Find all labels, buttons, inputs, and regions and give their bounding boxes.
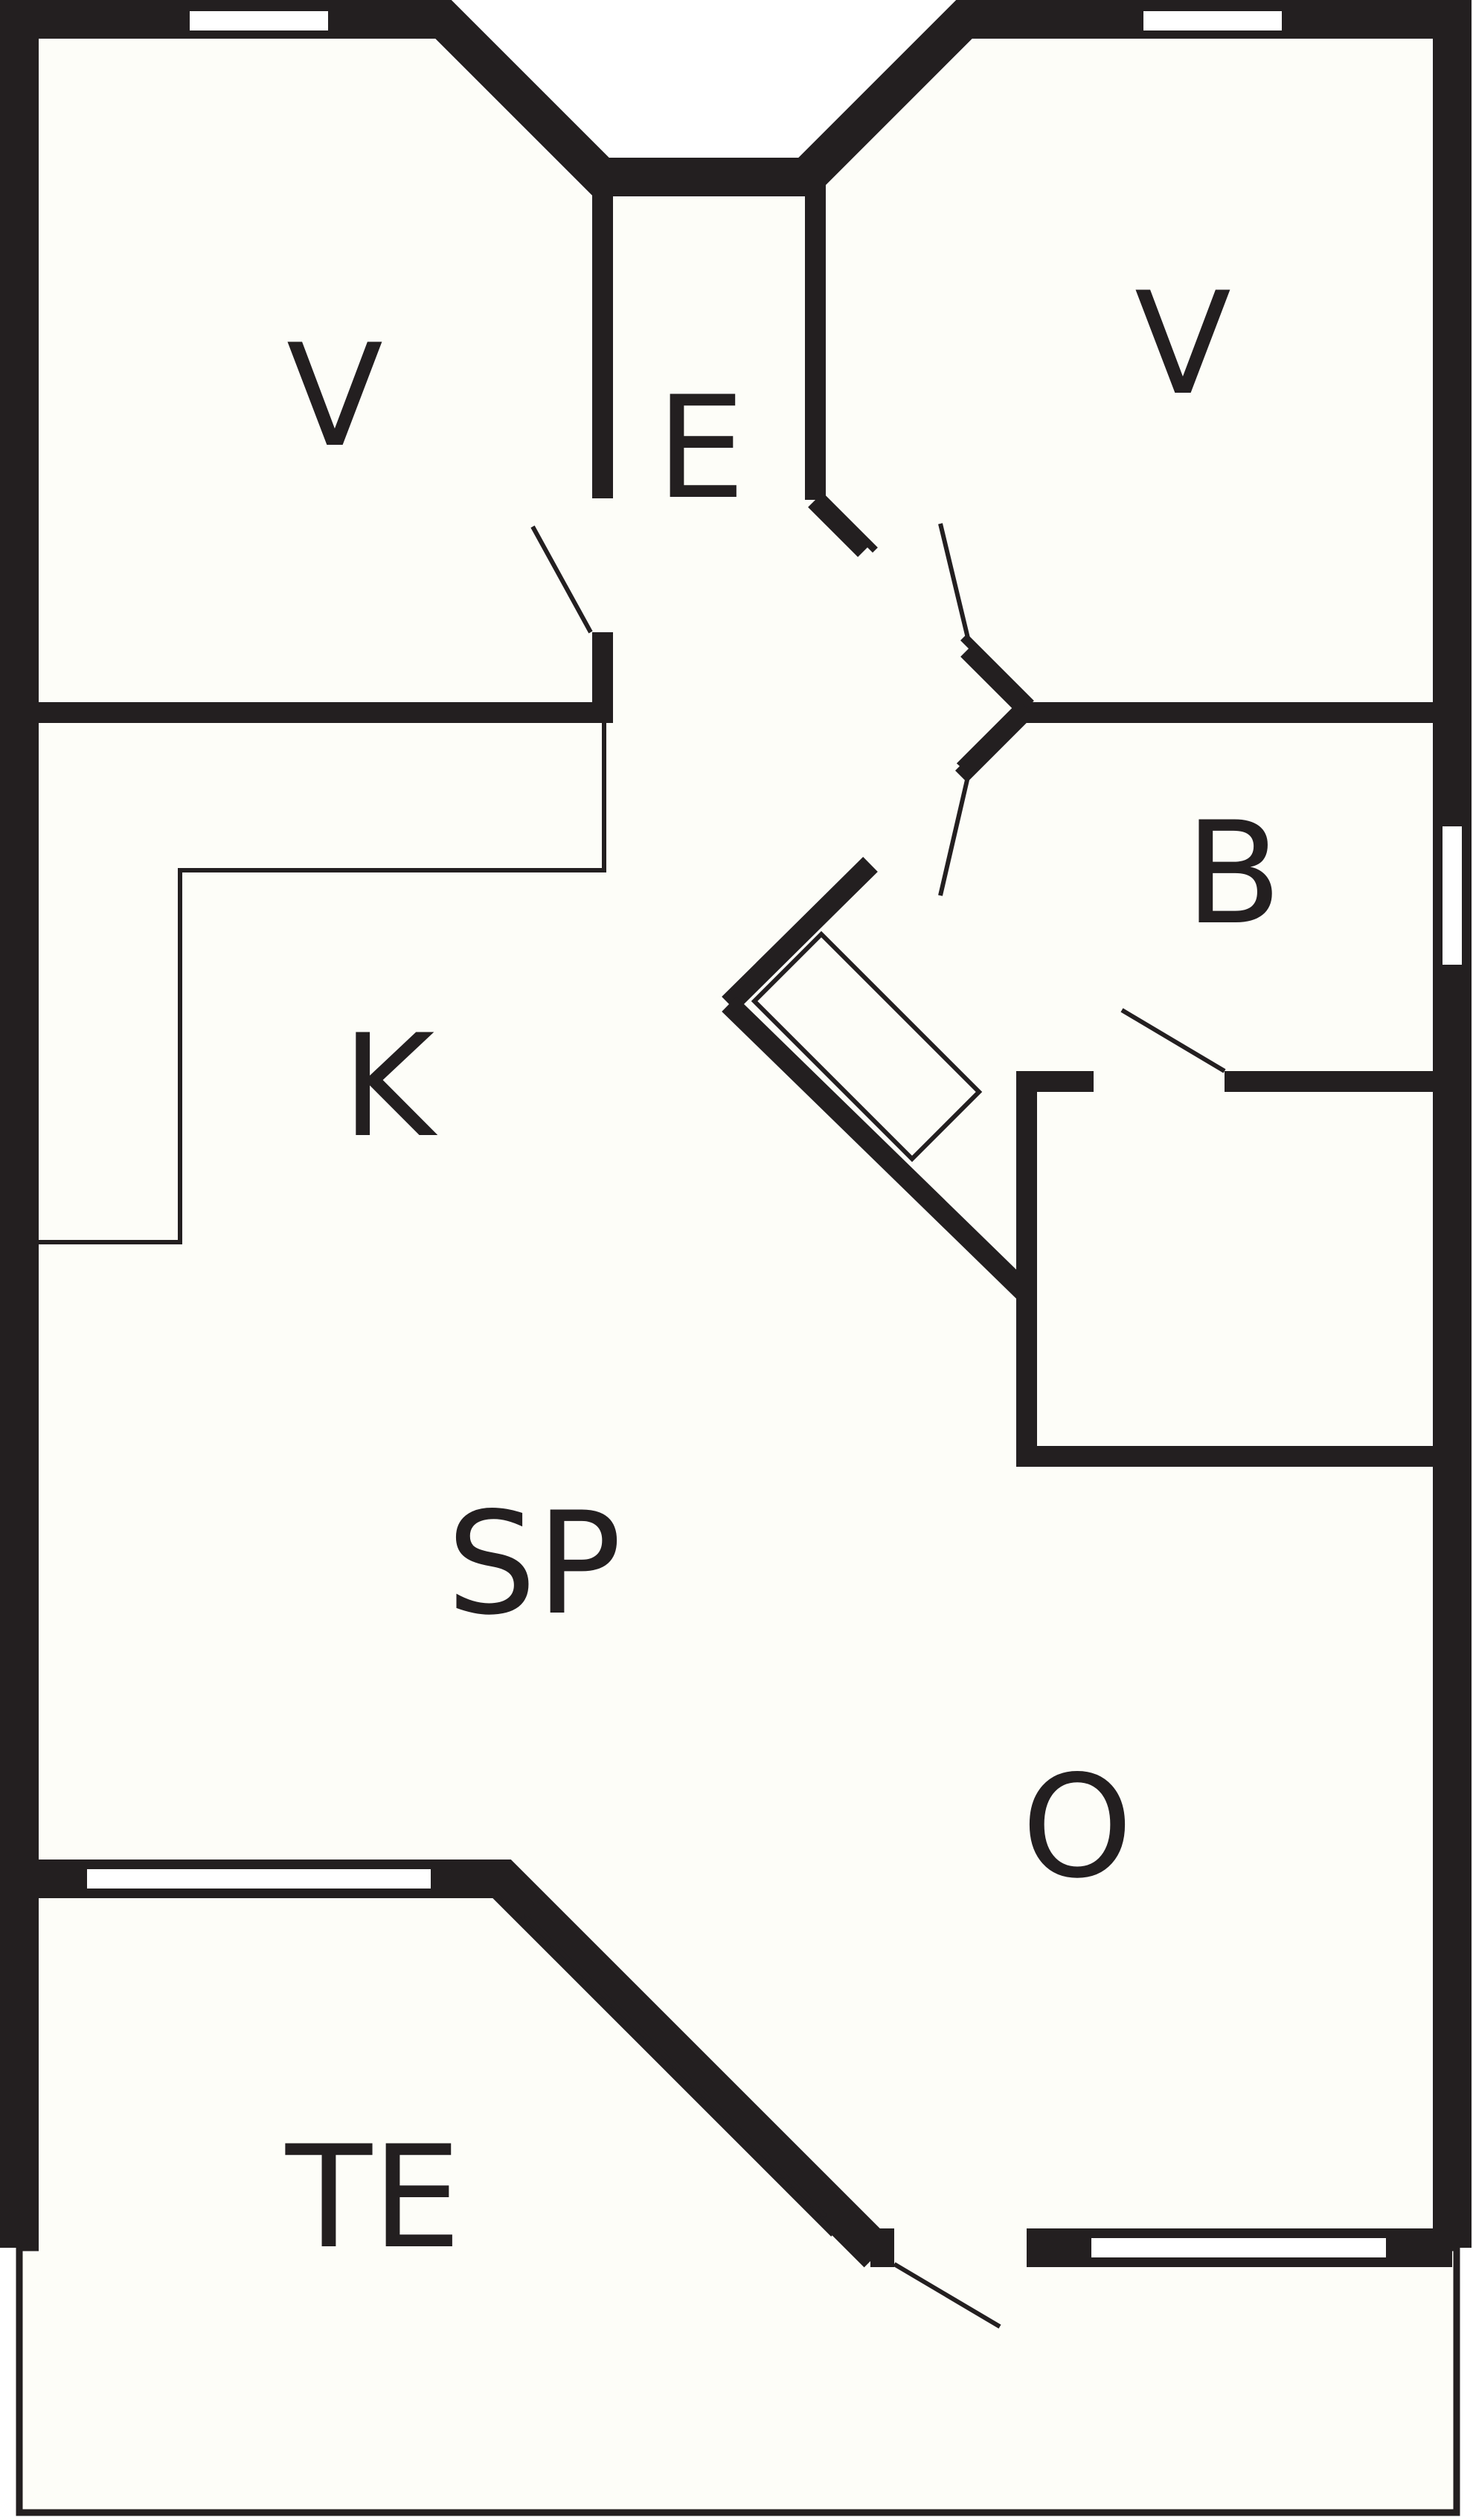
wall-entrance-diag xyxy=(808,492,878,562)
window-terrace xyxy=(83,1865,435,1893)
wall-bath-diag-2 xyxy=(952,701,1034,782)
door-swings xyxy=(530,523,1226,2329)
room-label-kitchen: K xyxy=(342,1004,438,1169)
room-label-bedroom-left: V xyxy=(286,314,383,478)
room-label-living: O xyxy=(1021,1745,1133,1909)
room-labels: V E V B K SP O TE xyxy=(285,262,1282,2280)
wall-bath-diag-3 xyxy=(722,857,878,1012)
window-living xyxy=(1087,2234,1390,2262)
window-bathroom xyxy=(1438,822,1466,969)
kitchen-counter xyxy=(39,723,606,1244)
window-top-right xyxy=(1139,7,1286,35)
wall-bath-diag-4 xyxy=(722,996,1034,1302)
window-top-left xyxy=(185,7,333,35)
room-label-bathroom: B xyxy=(1185,791,1282,956)
windows xyxy=(83,7,1466,2262)
wall-bath-diag xyxy=(952,634,1034,716)
room-label-entrance: E xyxy=(656,366,745,530)
exterior-wall xyxy=(0,0,1472,2248)
room-label-dining: SP xyxy=(446,1482,621,1646)
sliding-door xyxy=(490,1891,835,2237)
bathroom-fixture xyxy=(751,930,983,1163)
room-label-bedroom-right: V xyxy=(1135,262,1231,426)
door-openings xyxy=(591,498,1225,2264)
room-label-terrace: TE xyxy=(285,2115,461,2280)
terrace xyxy=(16,1898,1460,2516)
